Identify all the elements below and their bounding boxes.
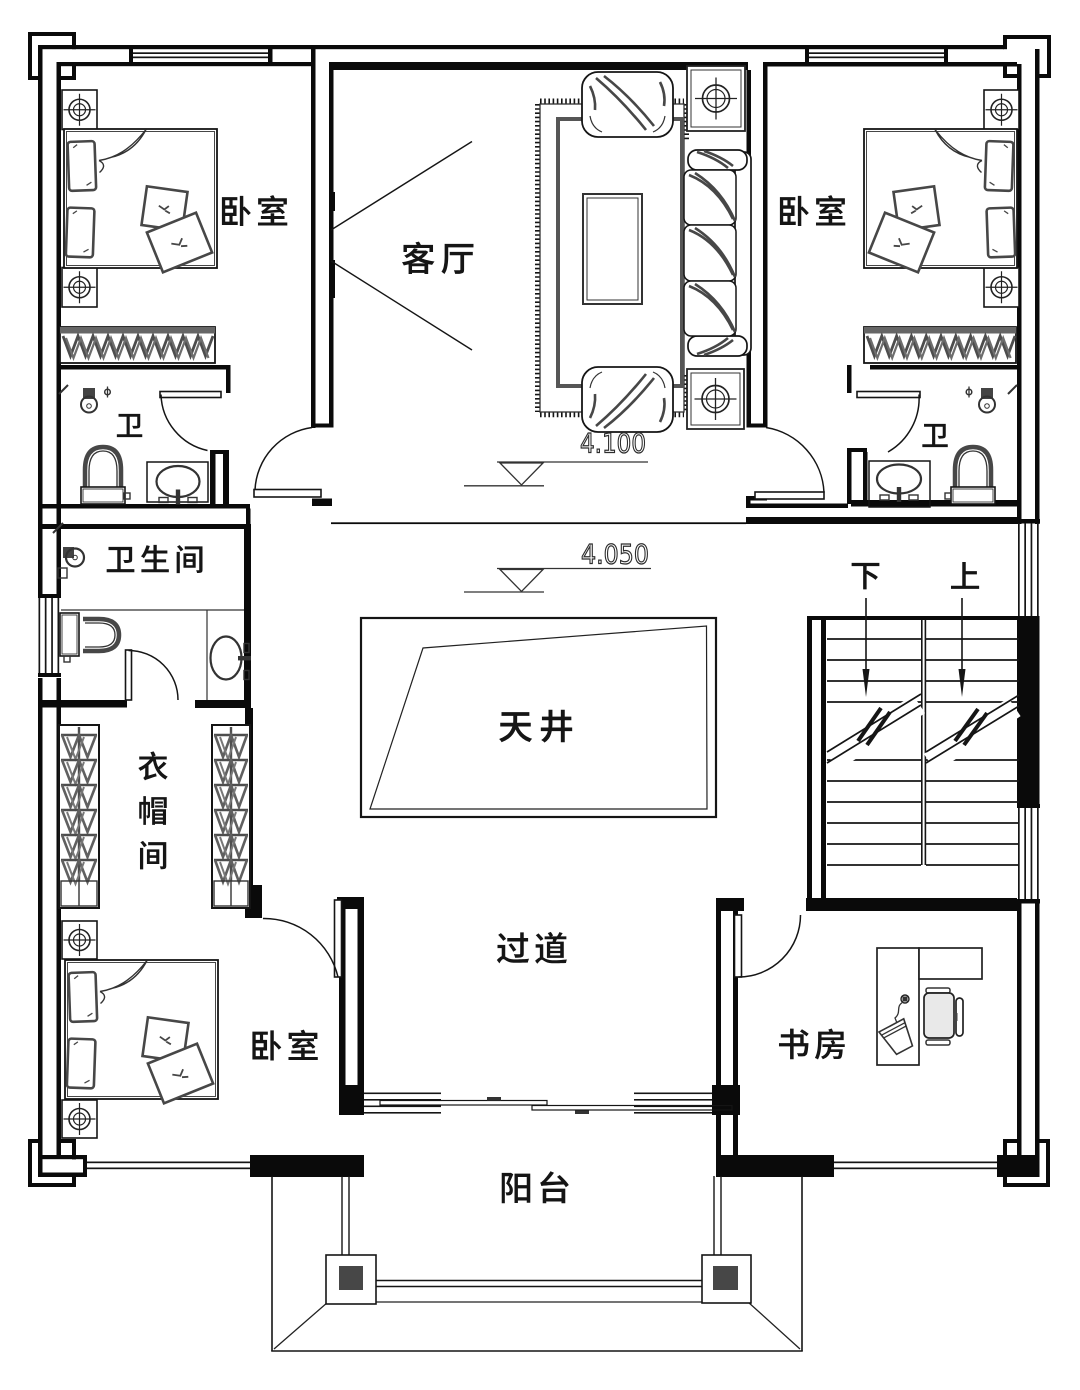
level-marks: 4.100 4.050 <box>464 428 651 593</box>
study-furniture <box>876 947 983 1066</box>
balcony <box>271 1176 803 1352</box>
door-hall-left <box>253 426 322 498</box>
door-toilet-right <box>856 390 921 453</box>
bedroom-top-right <box>863 89 1020 364</box>
doors <box>124 390 921 978</box>
stairs <box>825 598 1021 866</box>
bedroom-bottom <box>61 920 219 1139</box>
toilet-room-right <box>868 384 1018 508</box>
door-bathroom <box>124 649 179 701</box>
living-room-symbols <box>330 65 752 433</box>
door-bedroom-bottom <box>262 899 343 978</box>
door-hall-right <box>754 426 825 500</box>
atrium <box>359 616 718 819</box>
door-toilet-left <box>159 390 222 452</box>
toilet-room-left <box>58 384 209 505</box>
windows <box>38 52 1039 1170</box>
cloakroom-wardrobes <box>58 724 251 909</box>
door-study <box>733 914 802 978</box>
bedroom-top-left <box>59 89 218 364</box>
bathroom-symbols <box>52 522 251 700</box>
level-4100: 4.100 <box>580 429 646 460</box>
sofa <box>683 149 752 357</box>
level-4050: 4.050 <box>581 540 649 571</box>
